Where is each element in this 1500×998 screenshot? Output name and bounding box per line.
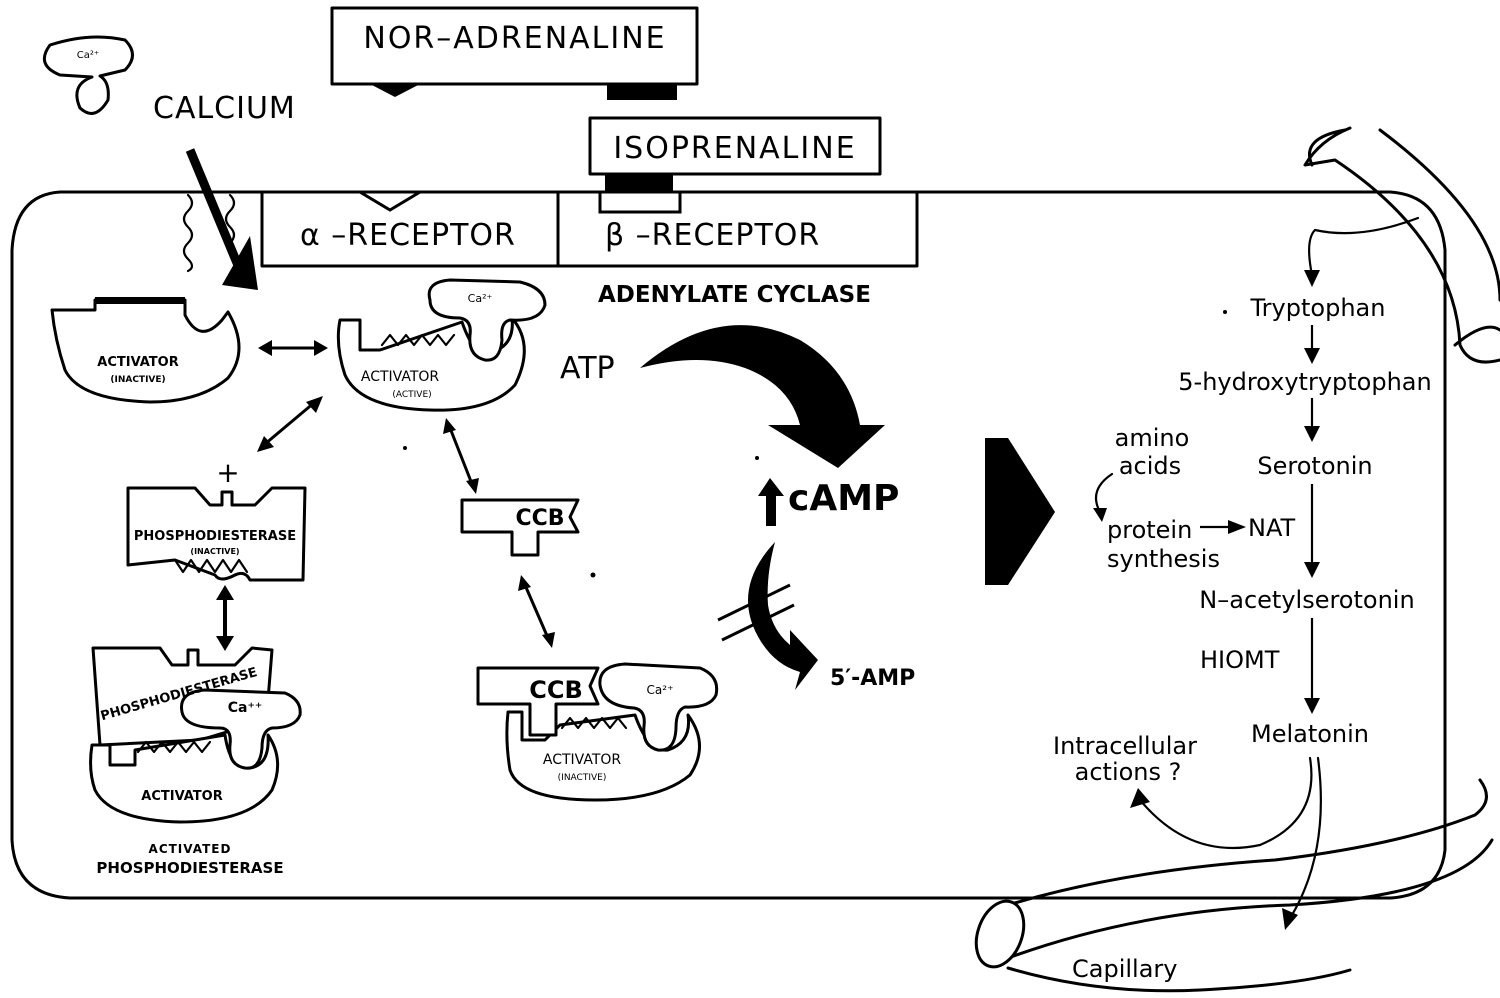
- activator-active: Ca²⁺ ACTIVATOR (ACTIVE): [336, 278, 547, 412]
- alpha-receptor-label: α –RECEPTOR: [300, 218, 516, 253]
- pde-plus-sign: +: [216, 456, 239, 489]
- calcium-label: CALCIUM: [153, 91, 296, 126]
- activator-active-state: (ACTIVE): [392, 390, 431, 400]
- camp-to-amp-arrow: [748, 542, 818, 690]
- activator-active-label: ACTIVATOR: [361, 369, 440, 385]
- receptor-box: α –RECEPTOR β –RECEPTOR: [260, 190, 919, 268]
- ccb-activator-label: ACTIVATOR: [543, 752, 622, 768]
- serotonin-label: Serotonin: [1257, 452, 1372, 480]
- ccb-activator-state: (INACTIVE): [558, 773, 607, 783]
- amp-block-line-1: [717, 583, 791, 622]
- atp-to-camp-arrow: [640, 325, 885, 468]
- protein-line1: protein: [1107, 516, 1192, 544]
- activator-inactive: ACTIVATOR (INACTIVE): [50, 297, 241, 404]
- pde-complex-ca: Ca⁺⁺: [228, 700, 263, 716]
- noradrenaline-box: NOR–ADRENALINE: [330, 6, 699, 100]
- capillary-vessel: [974, 126, 1500, 993]
- ccb-complex-label: CCB: [529, 676, 583, 704]
- activator-inactive-state: (INACTIVE): [110, 375, 165, 385]
- pde-inactive-state: (INACTIVE): [190, 547, 239, 556]
- capillary-label: Capillary: [1072, 955, 1177, 983]
- isoprenaline-label: ISOPRENALINE: [613, 131, 856, 166]
- amino-acids-line1: amino: [1115, 424, 1190, 452]
- ccb-complex-ca: Ca²⁺: [647, 683, 674, 697]
- noradrenaline-label: NOR–ADRENALINE: [363, 21, 666, 56]
- amp-label: 5′-AMP: [830, 666, 915, 691]
- activator-active-ca: Ca²⁺: [468, 292, 493, 305]
- n-acetylserotonin-label: N–acetylserotonin: [1199, 586, 1414, 614]
- pde-complex-activator: ACTIVATOR: [141, 789, 222, 804]
- cell-membrane: [10, 190, 1447, 900]
- pde-caption-line2: PHOSPHODIESTERASE: [96, 859, 283, 877]
- calcium-influx-arrow: [185, 148, 247, 277]
- melatonin-label: Melatonin: [1251, 720, 1369, 748]
- camp-output-arrow: [985, 438, 1055, 585]
- melatonin-intracellular-arrow: [1138, 756, 1313, 850]
- nat-label: NAT: [1248, 514, 1296, 542]
- inflow-arrow: [1308, 216, 1420, 277]
- camp-up-arrow: [758, 478, 784, 526]
- camp-label: cAMP: [788, 478, 899, 519]
- ccb-free-label: CCB: [515, 506, 564, 531]
- pde-caption-line1: ACTIVATED: [149, 842, 232, 856]
- adenylate-cyclase-label: ADENYLATE CYCLASE: [598, 282, 871, 308]
- hiomt-label: HIOMT: [1200, 646, 1280, 674]
- calcium-channel-wave-left: [182, 193, 194, 273]
- melatonin-capillary-arrow: [1290, 756, 1322, 917]
- protein-line2: synthesis: [1107, 545, 1220, 573]
- activator-inactive-label: ACTIVATOR: [97, 355, 178, 370]
- arrow-active-ccb: [448, 427, 474, 485]
- amino-acids-line2: acids: [1119, 452, 1181, 480]
- calcium-ion-label: Ca²⁺: [77, 50, 99, 61]
- tryptophan-label: Tryptophan: [1250, 294, 1386, 322]
- amino-acids-arrow: [1094, 472, 1114, 514]
- arrow-active-pde: [264, 400, 316, 446]
- calcium-channel-wave-right: [224, 193, 236, 245]
- pde-inactive-label: PHOSPHODIESTERASE: [134, 529, 296, 544]
- isoprenaline-box: ISOPRENALINE: [588, 116, 882, 196]
- intracellular-line1: Intracellular: [1053, 732, 1197, 760]
- amp-block-line-2: [721, 603, 795, 642]
- intracellular-line2: actions ?: [1075, 758, 1182, 786]
- ccb-activator-complex: CCB Ca²⁺ ACTIVATOR (INACTIVE): [476, 662, 719, 802]
- hydroxytryptophan-label: 5-hydroxytryptophan: [1178, 368, 1431, 396]
- pde-inactive: PHOSPHODIESTERASE (INACTIVE): [126, 486, 307, 582]
- calcium-ion-shape: Ca²⁺: [42, 35, 134, 115]
- arrow-ccb-complex: [523, 584, 550, 639]
- beta-receptor-label: β –RECEPTOR: [605, 218, 820, 253]
- pde-activated-complex: Ca⁺⁺ PHOSPHODIESTERASE ACTIVATOR: [89, 646, 302, 824]
- atp-label: ATP: [560, 351, 615, 386]
- ccb-free: CCB: [460, 498, 580, 557]
